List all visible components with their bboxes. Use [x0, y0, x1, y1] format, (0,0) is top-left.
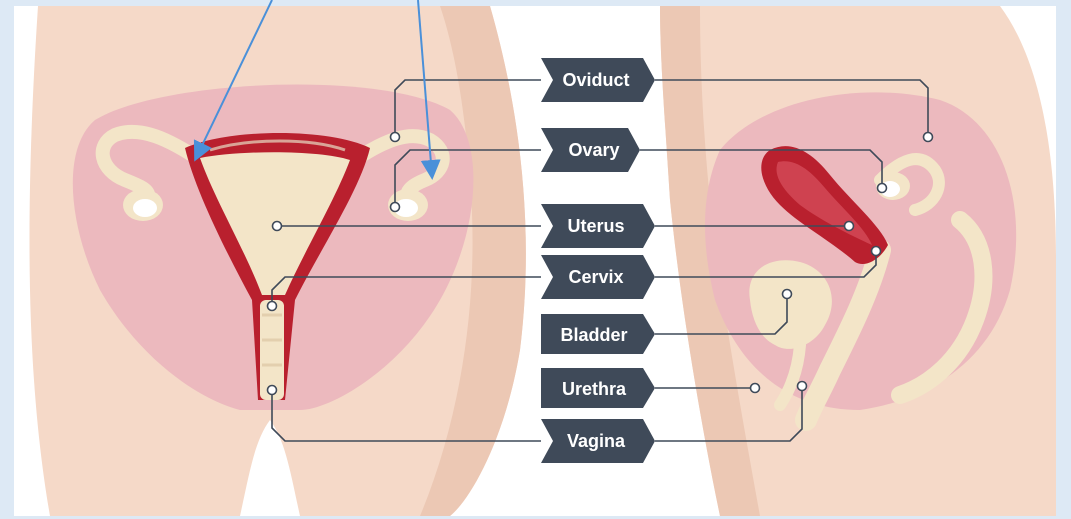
pin-oviduct-side	[924, 133, 933, 142]
pin-vagina-front	[268, 386, 277, 395]
pin-ovary-side	[878, 184, 887, 193]
label-vagina-text: Vagina	[567, 431, 626, 451]
label-urethra-text: Urethra	[562, 379, 627, 399]
label-urethra: Urethra	[541, 368, 655, 408]
label-uterus-text: Uterus	[567, 216, 624, 236]
pin-cervix-side	[872, 247, 881, 256]
label-ovary: Ovary	[541, 128, 640, 172]
pin-uterus-side	[845, 222, 854, 231]
pin-ovary-front	[391, 203, 400, 212]
label-vagina: Vagina	[541, 419, 655, 463]
side-view	[660, 6, 1056, 516]
pin-vagina-side	[798, 382, 807, 391]
label-oviduct-text: Oviduct	[562, 70, 629, 90]
label-cervix: Cervix	[541, 255, 655, 299]
pin-uterus-front	[273, 222, 282, 231]
pin-bladder-side	[783, 290, 792, 299]
front-ovary-left-inner	[133, 199, 157, 217]
label-bladder-text: Bladder	[560, 325, 627, 345]
label-uterus: Uterus	[541, 204, 655, 248]
pin-cervix-front	[268, 302, 277, 311]
label-ovary-text: Ovary	[568, 140, 619, 160]
pin-oviduct-front	[391, 133, 400, 142]
pin-urethra-side	[751, 384, 760, 393]
label-oviduct: Oviduct	[541, 58, 655, 102]
label-cervix-text: Cervix	[568, 267, 623, 287]
label-bladder: Bladder	[541, 314, 655, 354]
